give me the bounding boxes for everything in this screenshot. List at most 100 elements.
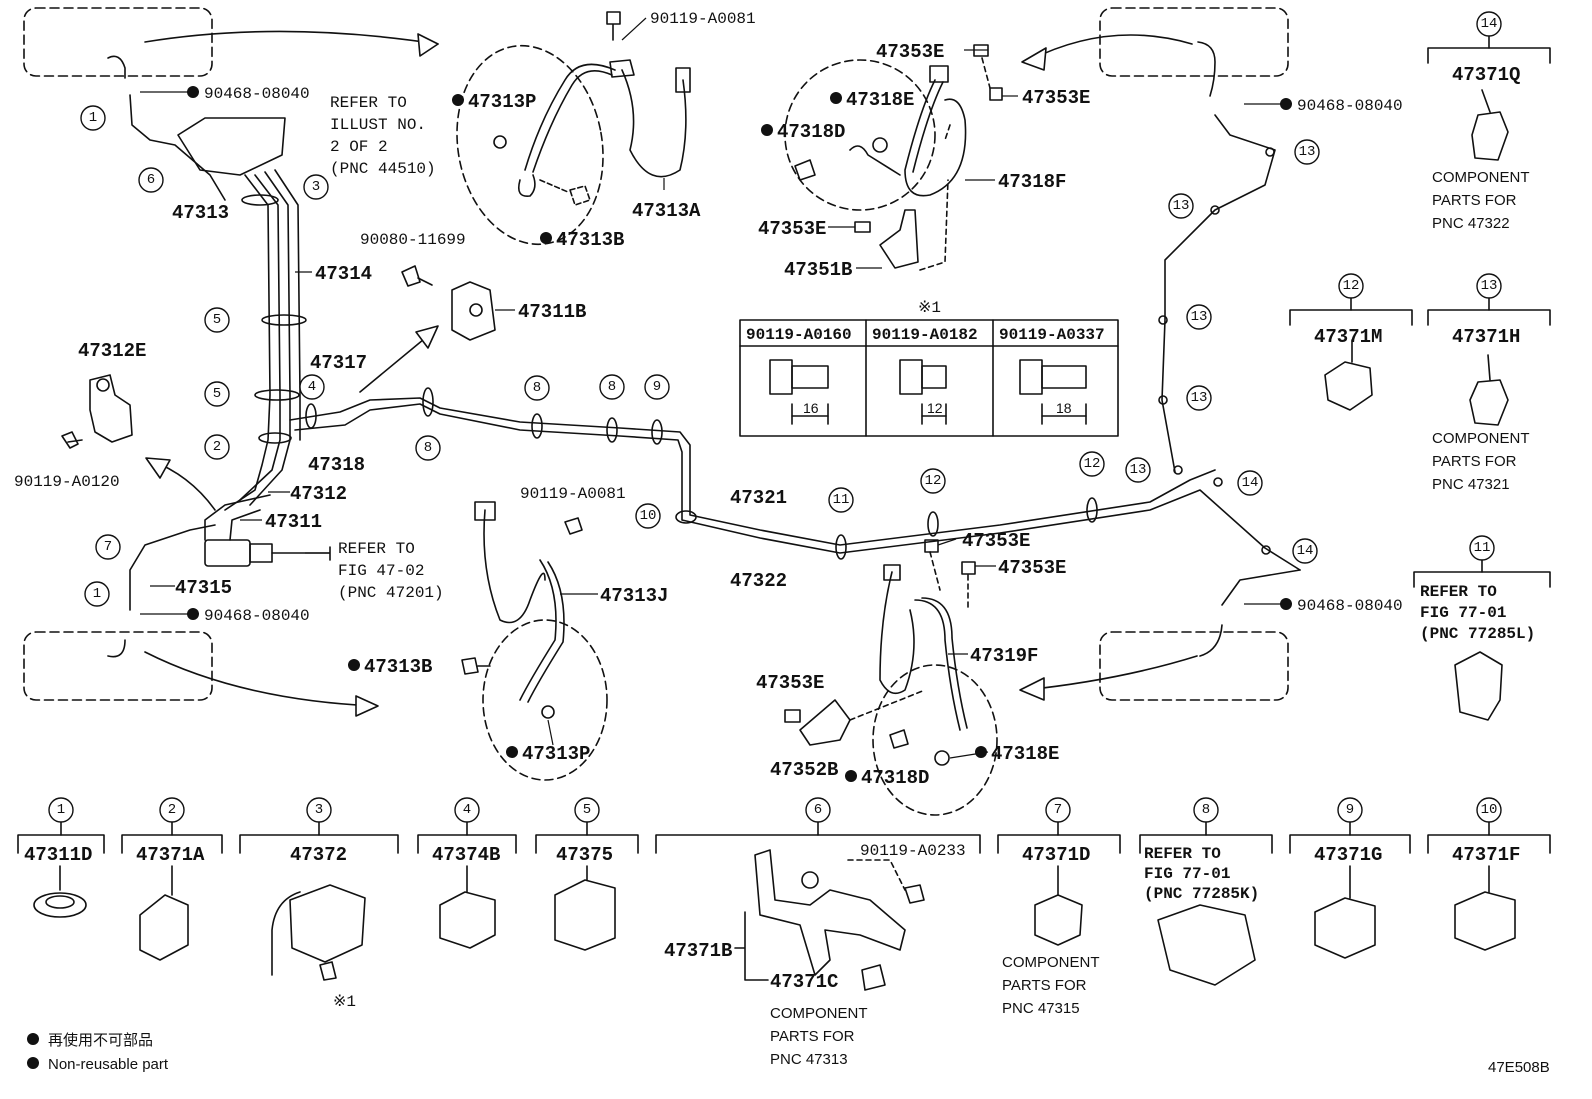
hose-47313A — [524, 63, 616, 171]
callout-num: 3 — [312, 179, 320, 195]
grommet-47311D — [33, 865, 87, 918]
callout-num: 12 — [1084, 456, 1101, 472]
clamp-10 — [675, 510, 697, 524]
clamp-5 — [254, 389, 300, 401]
part-label: 90119-A0233 — [860, 842, 966, 860]
part-label: 47318 — [308, 454, 365, 476]
callout-num: 8 — [608, 379, 616, 395]
arrowhead — [355, 695, 379, 717]
component-note: COMPONENT — [1432, 430, 1530, 447]
bolt-47353E — [784, 709, 801, 723]
gasket-47313P — [541, 705, 555, 719]
callout-num: 13 — [1173, 198, 1190, 214]
bolt-47318D — [889, 729, 909, 749]
part-label: 90468-08040 — [1297, 97, 1403, 115]
legend-num: 14 — [1481, 16, 1498, 32]
callout-num: 8 — [533, 380, 541, 396]
refer-text: ILLUST NO. — [330, 116, 426, 134]
part-label: 47351B — [784, 259, 852, 281]
part-label: 47371D — [1022, 844, 1090, 866]
vehicle-view-box-top-right — [1099, 7, 1289, 77]
clip-47371G — [1314, 865, 1376, 959]
part-label: 47313 — [172, 202, 229, 224]
refer-text: REFER TO — [338, 540, 415, 558]
refer-text: REFER TO — [1144, 845, 1221, 863]
callout-num: 14 — [1297, 543, 1314, 559]
callout-num: 14 — [1242, 475, 1259, 491]
refer-text: 2 OF 2 — [330, 138, 388, 156]
banjo-47313 — [517, 174, 536, 197]
clamp-11 — [835, 534, 847, 560]
component-note: PNC 47321 — [1432, 476, 1510, 493]
arrow-curve — [144, 651, 376, 707]
callout-num: 10 — [640, 508, 657, 524]
bolt-47353E — [924, 539, 939, 553]
detail-circle-47319 — [872, 664, 998, 816]
gasket-47318E — [872, 137, 888, 153]
refer-text: FIG 77-01 — [1420, 604, 1506, 622]
part-label: 47312 — [290, 483, 347, 505]
bolt-table-header: 90119-A0182 — [872, 326, 978, 344]
legend-num: 5 — [583, 802, 591, 818]
part-label: 47313A — [632, 200, 701, 222]
component-note: COMPONENT — [1002, 954, 1100, 971]
part-label: 90468-08040 — [1297, 597, 1403, 615]
hose-47313J-body — [519, 559, 557, 701]
callout-num: 1 — [89, 110, 97, 126]
clip-13 — [1265, 147, 1275, 157]
hose-fitting — [883, 564, 901, 581]
tube-47315 — [129, 524, 216, 611]
part-label: 47313B — [364, 656, 432, 678]
clamp-8 — [422, 387, 434, 417]
part-label: 47313P — [522, 743, 590, 765]
clip-47375 — [554, 865, 616, 951]
part-label: 90468-08040 — [204, 85, 310, 103]
part-label: 47353E — [998, 557, 1066, 579]
bolt-47353E — [961, 561, 976, 575]
clip-47371A — [139, 865, 189, 961]
part-label: 47371M — [1314, 326, 1382, 348]
legend-num: 1 — [57, 802, 65, 818]
bolt-47353E — [854, 221, 871, 233]
part-label: 47375 — [556, 844, 613, 866]
clamp-8 — [606, 417, 618, 443]
brake-bundle-47314 — [224, 174, 271, 511]
bolt-47353E — [973, 44, 989, 57]
part-label: 47322 — [730, 570, 787, 592]
clip-47371D — [1034, 865, 1083, 946]
clip-13 — [1173, 465, 1183, 475]
clip-13 — [1158, 395, 1168, 405]
callout-num: 5 — [213, 386, 221, 402]
part-label: 47319F — [970, 645, 1038, 667]
part-label: 47321 — [730, 487, 787, 509]
callout-num: 7 — [104, 539, 112, 555]
legend-box-13 — [1427, 309, 1551, 326]
part-label: 47313J — [600, 585, 668, 607]
hose-fitting — [609, 59, 635, 78]
part-label: 47318D — [777, 121, 845, 143]
proportioning-valve — [204, 539, 251, 567]
callout-num: 13 — [1191, 390, 1208, 406]
clamp-8 — [531, 413, 543, 439]
arrow-curve — [1024, 655, 1198, 691]
arrow-curve — [144, 30, 439, 45]
tube-47321-upper — [1161, 114, 1276, 473]
callout-num: 4 — [308, 379, 316, 395]
hose-fitting — [675, 67, 691, 93]
bracket-leader — [734, 911, 769, 981]
callout-num: 5 — [213, 312, 221, 328]
legend-text-jp: 再使用不可部品 — [48, 1032, 153, 1049]
gasket-47313P — [493, 135, 507, 149]
refer-text: (PNC 47201) — [338, 584, 444, 602]
component-note: PARTS FOR — [1432, 192, 1517, 209]
clamp-9 — [651, 419, 663, 445]
refer-text: FIG 47-02 — [338, 562, 424, 580]
callout-num: 6 — [147, 172, 155, 188]
legend-num: 8 — [1202, 802, 1210, 818]
tube-stub — [107, 639, 126, 658]
part-label: 47312E — [78, 340, 146, 362]
part-label: 47315 — [175, 577, 232, 599]
junction-block — [177, 117, 286, 176]
part-label: 47372 — [290, 844, 347, 866]
bolt-icon — [1019, 359, 1087, 425]
